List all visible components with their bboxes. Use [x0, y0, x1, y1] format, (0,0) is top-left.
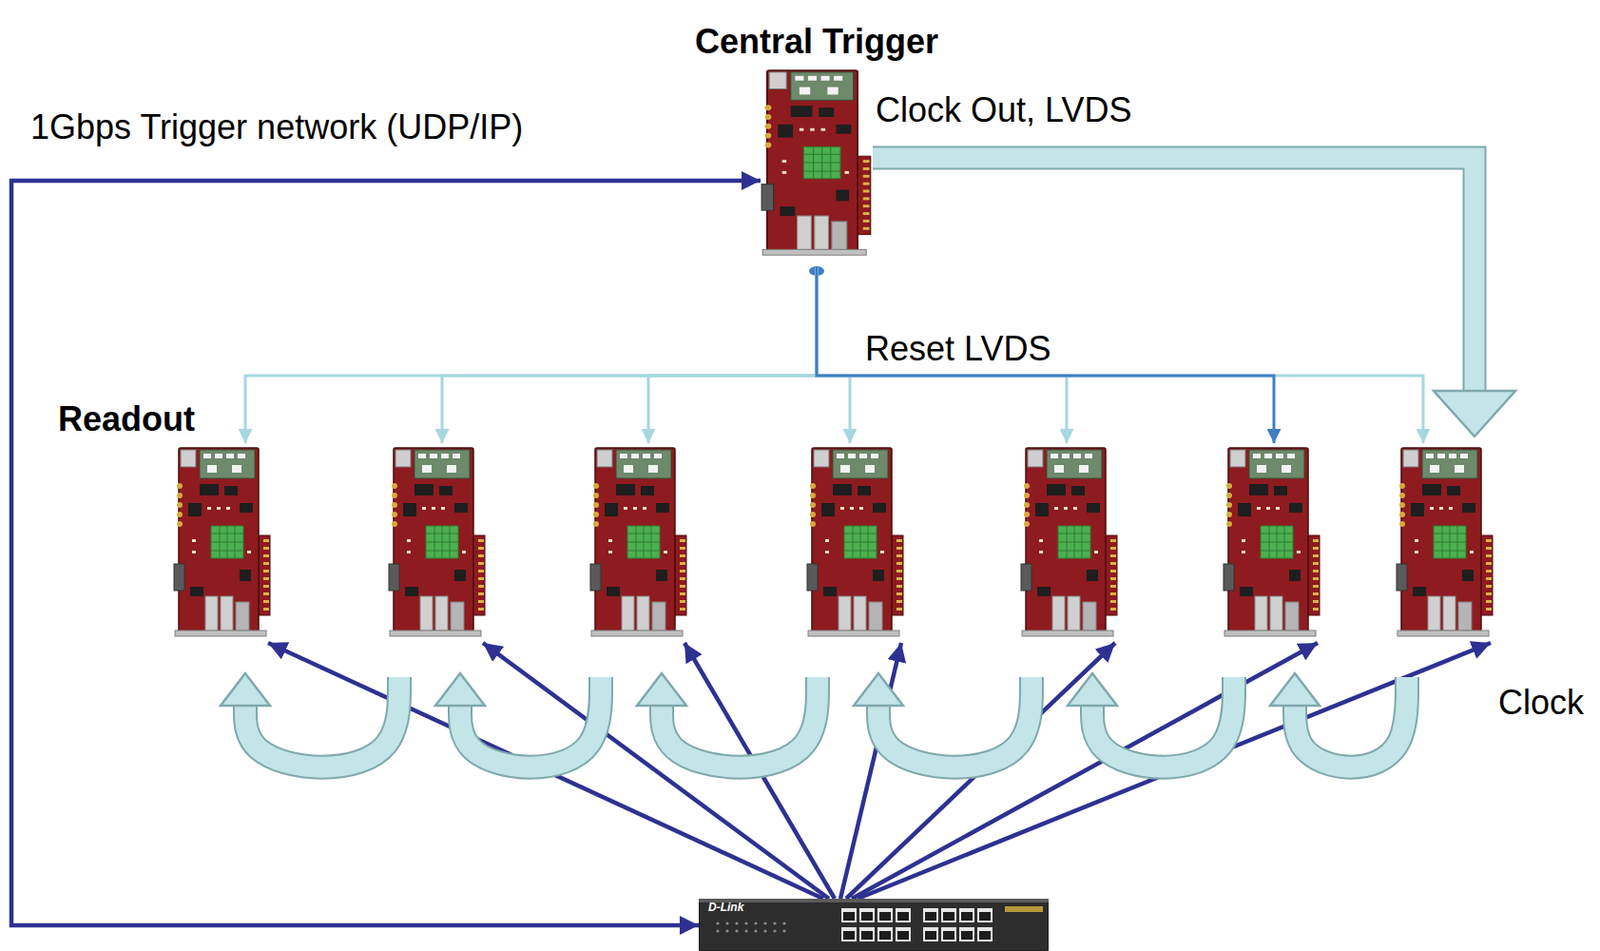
network-link — [851, 642, 1318, 899]
clock-chain-arrow — [636, 673, 818, 768]
arrow-outline — [1092, 676, 1234, 768]
readout-board — [806, 443, 906, 649]
arrow-head — [435, 673, 485, 706]
reset-line — [816, 267, 1274, 444]
connector-path — [840, 642, 902, 899]
connectors — [11, 157, 1516, 926]
arrow-outline — [460, 676, 601, 768]
brand-label: D-Link — [708, 901, 744, 915]
arrow-head — [853, 673, 904, 706]
connector-path — [851, 642, 1318, 899]
trigger-board: Central Trigger — [760, 66, 873, 268]
arrow-outline — [1294, 676, 1408, 768]
board-illustration — [1395, 443, 1495, 649]
fpga-board — [590, 447, 687, 637]
network-link — [11, 180, 761, 926]
arrow-head — [1433, 390, 1516, 437]
arrow-shaft — [245, 676, 400, 768]
arrow-shaft — [1294, 676, 1408, 768]
network-link — [857, 642, 1491, 899]
arrow-shaft — [460, 676, 601, 768]
readout-board: Readout — [173, 443, 272, 649]
connector-path — [846, 642, 1116, 899]
fpga-board — [1223, 447, 1320, 637]
clock-chain-arrow — [853, 673, 1032, 768]
connector-path — [816, 267, 1067, 444]
clock-chain-arrow — [220, 673, 400, 768]
clock-chain-arrow — [1270, 673, 1408, 768]
connector-path — [816, 267, 1274, 444]
arrow-shaft — [878, 676, 1032, 768]
board-illustration — [589, 443, 689, 649]
arrow-head — [220, 673, 270, 706]
board-illustration — [173, 443, 272, 649]
network-link — [840, 642, 902, 899]
network-link — [846, 642, 1116, 899]
link-label: Clock Out, LVDS — [875, 90, 1132, 130]
fpga-board — [173, 447, 270, 637]
arrow-outline — [661, 676, 818, 768]
connector-path — [857, 642, 1491, 899]
board-illustration — [1020, 443, 1119, 649]
clock-chain-arrow — [1067, 673, 1234, 768]
network-switch: D-Link — [698, 898, 1049, 951]
switch-illustration — [698, 898, 1049, 951]
board-heading: Central Trigger — [694, 21, 939, 61]
arrow-head — [1067, 673, 1118, 706]
connector-path — [648, 267, 817, 444]
arrow-shaft — [1092, 676, 1234, 768]
fpga-board — [1396, 447, 1493, 637]
arrow-head — [1270, 673, 1320, 706]
reset-line — [648, 267, 817, 444]
signal-label: Reset LVDS — [865, 328, 1051, 368]
reset-line — [442, 267, 817, 444]
fpga-board — [807, 447, 904, 637]
fpga-board — [1021, 447, 1118, 637]
board-illustration — [1222, 443, 1322, 649]
reset-line — [816, 267, 1424, 444]
arrow-outline — [878, 676, 1032, 768]
board-illustration — [760, 66, 873, 268]
readout-board — [1020, 443, 1119, 649]
fpga-board — [761, 70, 871, 255]
arrow-outline — [245, 676, 400, 768]
connector-path — [245, 267, 817, 444]
link-label: 1Gbps Trigger network (UDP/IP) — [30, 107, 523, 147]
reset-line — [816, 267, 1067, 444]
clock-chain-arrow — [435, 673, 601, 768]
signal-label: Clock — [1498, 682, 1584, 722]
connector-path — [442, 267, 817, 444]
connector-path — [11, 180, 761, 926]
connector-path — [816, 267, 850, 444]
fpga-board — [388, 447, 485, 637]
connector-path — [816, 267, 1424, 444]
reset-line — [245, 267, 817, 444]
readout-board — [589, 443, 689, 649]
switch-device — [698, 898, 1049, 951]
clock-out-arrow — [872, 157, 1516, 437]
board-heading: Readout — [57, 399, 195, 439]
readout-board — [1395, 443, 1495, 649]
readout-board — [1222, 443, 1322, 649]
reset-line — [816, 267, 850, 444]
readout-board — [387, 443, 487, 649]
board-illustration — [806, 443, 906, 649]
arrow-shaft — [661, 676, 818, 768]
board-illustration — [387, 443, 487, 649]
arrow-head — [636, 673, 687, 706]
